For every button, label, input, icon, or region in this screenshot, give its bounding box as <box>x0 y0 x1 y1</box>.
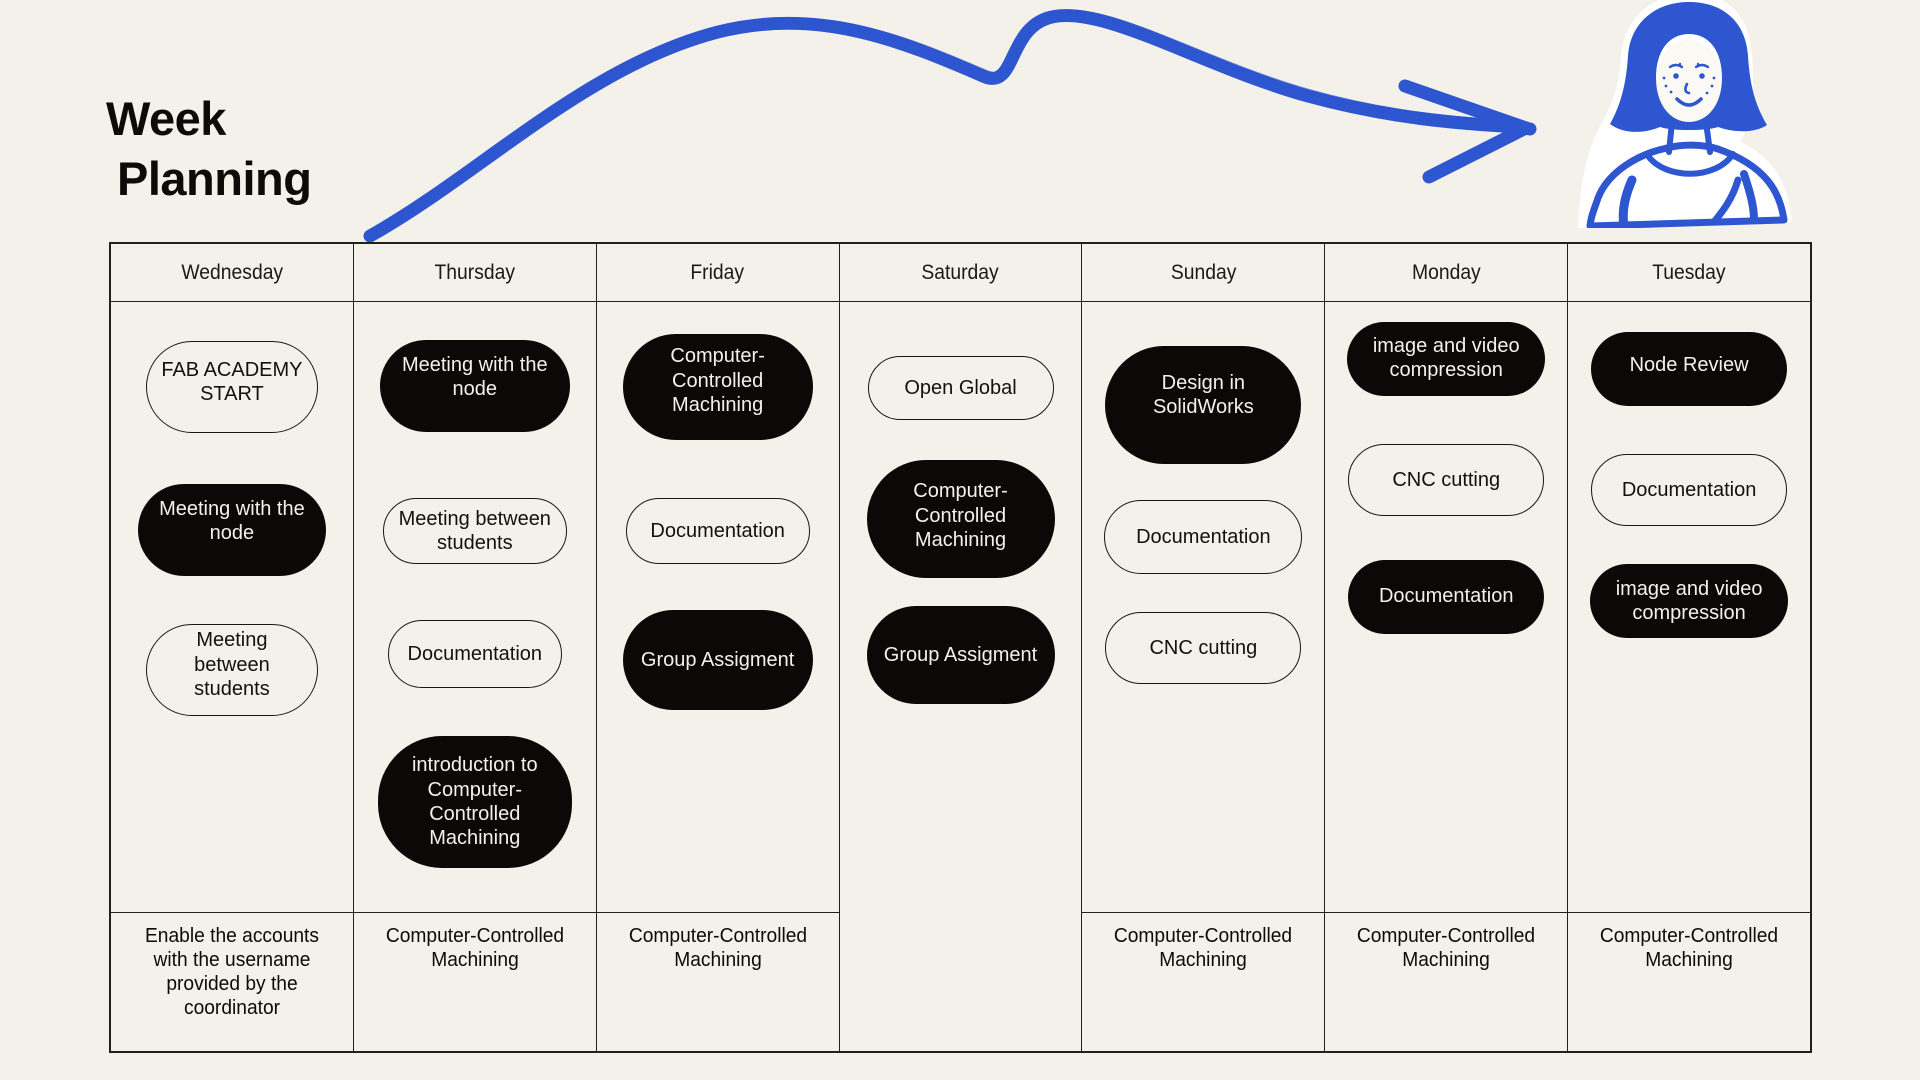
task-pill[interactable]: introduction to Computer-Controlled Mach… <box>377 736 572 868</box>
task-pill[interactable]: CNC cutting <box>1105 612 1302 684</box>
day-header-label: Saturday <box>921 260 1000 284</box>
task-pill[interactable]: Documentation <box>387 620 562 688</box>
woman-illustration <box>1578 0 1792 228</box>
task-pill[interactable]: Meeting with the node <box>137 484 326 576</box>
task-pill-label: Group Assigment <box>883 643 1038 666</box>
footer-note: Computer-Controlled Machining <box>1357 925 1536 971</box>
footer-cell-sunday: Computer-Controlled Machining <box>1082 912 1326 1051</box>
task-pill-label: Documentation <box>1136 525 1271 548</box>
footer-note: Computer-Controlled Machining <box>385 925 564 971</box>
task-pill-label: image and video compression <box>1615 577 1763 624</box>
freckles <box>1662 62 1716 95</box>
task-pill-label: Documentation <box>407 642 543 665</box>
task-pill-label: Design in SolidWorks <box>1152 371 1254 418</box>
task-pill[interactable]: FAB ACADEMY START <box>145 341 318 433</box>
task-pill[interactable]: Design in SolidWorks <box>1105 346 1302 464</box>
task-pill-label: Computer-Controlled Machining <box>913 480 1008 552</box>
footer-cell-thursday: Computer-Controlled Machining <box>353 912 597 1051</box>
day-header-wednesday: Wednesday <box>111 244 354 302</box>
footer-note: Computer-Controlled Machining <box>628 925 807 971</box>
footer-cell-friday: Computer-Controlled Machining <box>596 912 840 1051</box>
task-pill[interactable]: Node Review <box>1591 332 1788 406</box>
day-header-monday: Monday <box>1325 244 1569 302</box>
day-header-label: Friday <box>690 260 745 284</box>
footer-note: Enable the accounts with the username pr… <box>144 925 319 1019</box>
footer-cell-wednesday: Enable the accounts with the username pr… <box>111 912 354 1051</box>
page-title-line1: Week <box>106 92 226 146</box>
footer-cell-saturday <box>840 912 1083 1051</box>
hair <box>1610 2 1767 132</box>
table-footer-row: Enable the accounts with the username pr… <box>111 912 1811 1051</box>
footer-note: Computer-Controlled Machining <box>1114 925 1293 971</box>
task-pill-label: Meeting with the node <box>159 497 305 544</box>
task-pill-label: Open Global <box>904 376 1017 399</box>
task-pill-label: Documentation <box>650 519 785 542</box>
task-pill-label: Documentation <box>1621 478 1757 501</box>
day-header-sunday: Sunday <box>1082 244 1326 302</box>
task-pill[interactable]: image and video compression <box>1347 322 1546 396</box>
face <box>1656 40 1722 124</box>
footer-note <box>859 923 1063 1051</box>
hand-drawn-arrow-icon <box>363 8 1537 243</box>
task-pill[interactable]: Computer-Controlled Machining <box>622 334 813 440</box>
task-pill[interactable]: Documentation <box>1591 454 1788 526</box>
task-pill[interactable]: Computer-Controlled Machining <box>866 460 1055 578</box>
task-pill-label: introduction to Computer-Controlled Mach… <box>411 754 538 850</box>
task-pill-label: CNC cutting <box>1392 468 1501 491</box>
task-pill[interactable]: Meeting between students <box>382 498 567 564</box>
day-header-thursday: Thursday <box>353 244 597 302</box>
day-header-tuesday: Tuesday <box>1568 244 1811 302</box>
task-pill[interactable]: Group Assigment <box>866 606 1055 704</box>
task-pill-label: Computer-Controlled Machining <box>670 345 765 417</box>
task-pill[interactable]: image and video compression <box>1590 564 1789 638</box>
task-pill[interactable]: Documentation <box>1348 560 1545 634</box>
day-header-label: Monday <box>1411 260 1481 284</box>
day-header-friday: Friday <box>596 244 840 302</box>
day-header-label: Thursday <box>434 260 516 284</box>
task-pill-label: FAB ACADEMY START <box>161 358 303 405</box>
task-pill-label: image and video compression <box>1372 334 1520 381</box>
task-pill[interactable]: Documentation <box>1104 500 1303 574</box>
page-title: Week Planning <box>106 89 312 207</box>
task-pill-label: Meeting between students <box>398 507 551 554</box>
footer-note: Computer-Controlled Machining <box>1599 925 1779 971</box>
task-pill[interactable]: Open Global <box>867 356 1054 420</box>
task-pill-label: Meeting between students <box>194 629 270 701</box>
task-pill-label: Meeting with the node <box>401 353 548 400</box>
task-pill[interactable]: Meeting between students <box>145 624 318 716</box>
day-header-label: Wednesday <box>181 260 283 284</box>
day-header-label: Tuesday <box>1652 260 1726 284</box>
footer-cell-monday: Computer-Controlled Machining <box>1325 912 1569 1051</box>
task-pill-label: Group Assigment <box>640 648 795 671</box>
task-pill-label: Node Review <box>1629 353 1749 376</box>
task-pill[interactable]: Documentation <box>625 498 810 564</box>
task-pill[interactable]: Meeting with the node <box>379 340 570 432</box>
day-header-label: Sunday <box>1170 260 1237 284</box>
table-header-row: Wednesday Thursday Friday Saturday Sunday Mon… <box>111 244 1811 302</box>
task-pill[interactable]: CNC cutting <box>1348 444 1545 516</box>
page-title-line2: Planning <box>117 151 312 205</box>
task-pill[interactable]: Group Assigment <box>622 610 813 710</box>
task-pill-label: CNC cutting <box>1149 636 1258 659</box>
day-header-saturday: Saturday <box>839 244 1083 302</box>
task-pill-label: Documentation <box>1378 584 1514 607</box>
footer-cell-tuesday: Computer-Controlled Machining <box>1568 912 1811 1051</box>
week-table: Wednesday Thursday Friday Saturday Sunday Mon… <box>109 242 1812 1053</box>
